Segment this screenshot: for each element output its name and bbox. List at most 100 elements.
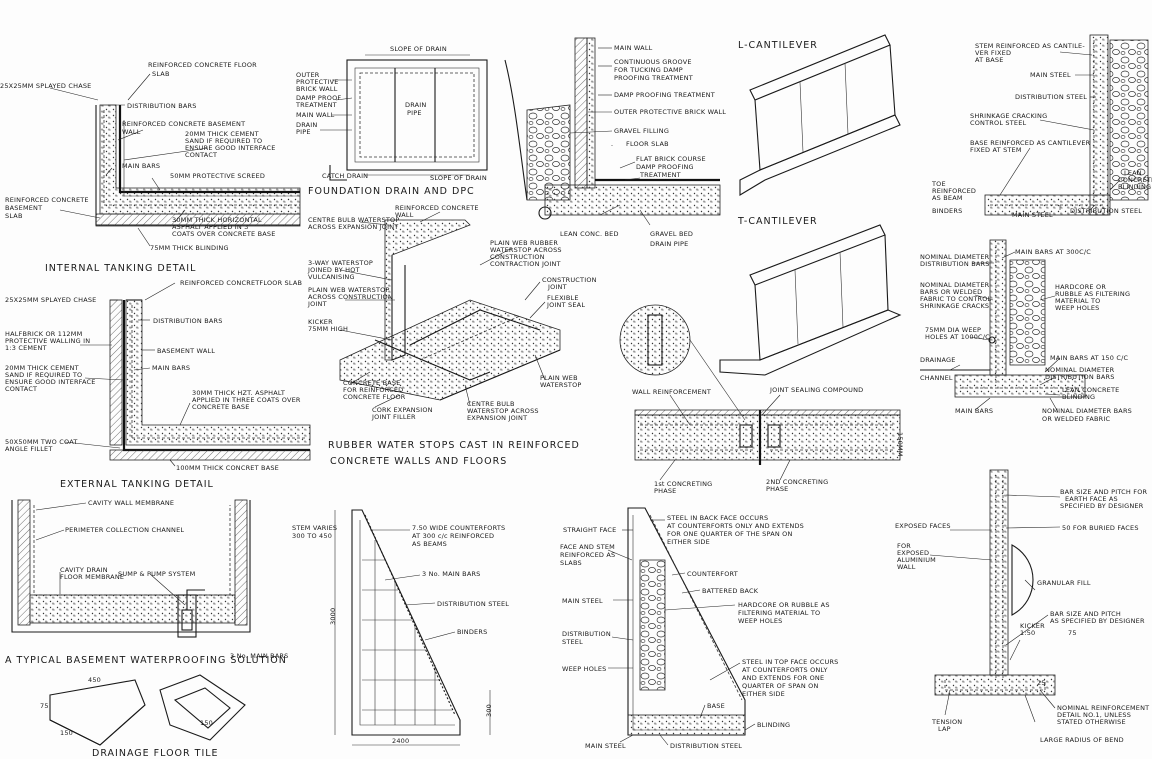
cfs-dist-steel: DISTRIBUTION STEEL [670,742,742,750]
cfe-dim-base: 2400 [392,737,409,745]
cf-lean-2: BLINDING [1062,393,1095,401]
cfs-base [627,714,746,736]
cfe-dist-steel: DISTRIBUTION STEEL [437,600,509,608]
int-label-floor-1: REINFORCED CONCRETE FLOOR [148,61,257,69]
sd-main-steel: MAIN STEEL [1030,71,1071,79]
ws-gravel-bed-1: GRAVEL BED [650,230,693,238]
counterfort-wall-section: NOMINAL DIAMETER DISTRIBUTION BARS MAIN … [920,239,1132,423]
cfe-main-bars: 3 No. MAIN BARS [422,570,481,578]
int-label-asphalt-2: ASPHALT APPLIED IN 3 [172,223,249,231]
basement-solution-title: A TYPICAL BASEMENT WATERPROOFING SOLUTIO… [5,655,287,666]
fd-drain-c1: DRAIN [405,101,426,109]
cf-nom-fab-2: OR WELDED FABRIC [1042,415,1111,423]
wst-centre-b-2: WATERSTOP ACROSS [467,407,539,415]
ext-concrete-base [109,449,311,461]
drainage-floor-tile: 450 75 150 150 DRAINAGE FLOOR TILE [40,674,246,759]
jd-second-1: 2ND CONCRETING [766,478,828,486]
wst-cork-1: CORK EXPANSION [372,406,433,414]
cfs-straight: STRAIGHT FACE [563,526,616,534]
cf-drainage-1: DRAINAGE [920,356,956,364]
sd-shrinkage-1: SHRINKAGE CRACKING [970,112,1047,120]
cfe-stem-1: STEM VARIES [292,524,337,532]
drain-plan-inner [354,67,480,163]
ground-line [504,59,528,201]
wst-flexible-1: FLEXIBLE [547,294,579,302]
wst-base-2: FOR REINFORCED [343,386,403,394]
jd-sealing: JOINT SEALING COMPOUND [769,386,863,394]
cavity-membrane [33,505,231,596]
ws-gravel-bed-2: DRAIN PIPE [650,240,688,248]
t-cant-face [754,234,889,361]
cfe-binders: BINDERS [457,628,487,636]
cf-hardcore-4: WEEP HOLES [1055,304,1100,312]
sd-toe-1: TOE [931,180,946,188]
fd-drain-2: PIPE [296,128,311,136]
wst-ws-3: VULCANISING [308,273,355,281]
ext-label-fillet-2: ANGLE FILLET [5,445,53,453]
cfe-grid [362,540,452,725]
cfs-weep: WEEP HOLES [562,665,607,673]
tile-dim-c: 150 [60,729,73,737]
sd-stem-1: STEM REINFORCED AS CANTILE- [975,42,1085,50]
rw-bar-1: BAR SIZE AND PITCH FOR [1060,488,1148,496]
internal-tanking-title: INTERNAL TANKING DETAIL [45,263,196,274]
wst-centre-b-1: CENTRE BULB [467,400,515,408]
rw-bar-b2: AS SPECIFIED BY DESIGNER [1050,617,1145,625]
cfe-stem-2: 300 TO 450 [292,532,332,540]
cfs-top-1: STEEL IN TOP FACE OCCURS [742,658,839,666]
cf-fabric-4: SHRINKAGE CRACKS [920,302,989,310]
cfe-counterforts-2: AT 300 c/c REINFORCED [412,532,494,540]
rw-kicker-1: KICKER [1020,622,1045,630]
ws-dpt-b1: DAMP PROOFING [636,163,694,171]
outer-brick-wall [574,37,588,189]
sd-base-2: FIXED AT STEM [970,146,1022,154]
ext-label-asphalt-3: CONCRETE BASE [192,403,250,411]
l-cant-base [739,114,901,196]
ext-label-main: MAIN BARS [152,364,190,372]
stem-backfill [1109,39,1149,201]
sd-shrinkage-2: CONTROL STEEL [970,119,1027,127]
wst-ws-2: JOINED BY HOT [307,266,360,274]
sd-binders: BINDERS [932,207,962,215]
t-cantilever-diagram: T-CANTILEVER [719,216,902,376]
ext-label-wall: BASEMENT WALL [157,347,215,355]
internal-tanking-detail: 25X25MM SPLAYED CHASE REINFORCED CONCRET… [0,61,301,274]
rw-granular-fill [1011,544,1034,616]
internal-screed [123,120,300,197]
cf-dist-b2: DISTRIBUTION BARS [1045,373,1115,381]
ext-label-cement-1: 20MM THICK CEMENT [5,364,79,372]
cf-main-bars: MAIN BARS [955,407,993,415]
cfs-dist-1: DISTRIBUTION [562,630,611,638]
rw-buried: 50 FOR BURIED FACES [1062,524,1139,532]
sd-toe-2: REINFORCED [932,187,976,195]
retaining-wall-detail: BAR SIZE AND PITCH FOR EARTH FACE AS SPE… [895,469,1149,744]
bs-cavity-membrane: CAVITY WALL MEMBRANE [88,499,174,507]
tile-right [159,674,246,741]
bs-sump: SUMP & PUMP SYSTEM [118,570,195,578]
cf-fabric-1: NOMINAL DIAMETER [920,281,990,289]
sd-dist-steel-2: DISTRIBUTION STEEL [1070,207,1142,215]
ext-label-half-2: PROTECTIVE WALLING IN [5,337,90,345]
cfs-top-5: EITHER SIDE [742,690,785,698]
cfe-dim-height: 3000 [329,608,337,625]
cfs-battered: BATTERED BACK [702,587,759,595]
cfs-back-4: EITHER SIDE [667,538,710,546]
external-tanking-title: EXTERNAL TANKING DETAIL [60,479,214,490]
ext-label-chase: 25X25MM SPLAYED CHASE [5,296,97,304]
l-cant-counterforts [799,62,849,153]
rw-dim-75: 75 [1068,629,1077,637]
wst-plain-3: JOINT [307,300,327,308]
ws-dpt-b2: TREATMENT [639,171,681,179]
cfs-hardcore [639,559,666,691]
foundation-drain-plan: SLOPE OF DRAIN OUTER PROTECTIVE BRICK WA… [295,45,488,197]
cfs-main-steel: MAIN STEEL [562,597,603,605]
counterfort-section: STRAIGHT FACE FACE AND STEM REINFORCED A… [560,507,839,750]
tile-dim-b: 75 [40,702,49,710]
sd-main-steel-2: MAIN STEEL [1012,211,1053,219]
cfe-main-bars-left: 3 No. MAIN BARS [230,652,289,660]
waterstops-title-2: CONCRETE WALLS AND FLOORS [330,456,507,467]
l-cantilever-diagram: L-CANTILEVER [738,34,901,196]
cf-hardcore [1009,259,1046,366]
cfs-dist-2: STEEL [562,638,583,646]
